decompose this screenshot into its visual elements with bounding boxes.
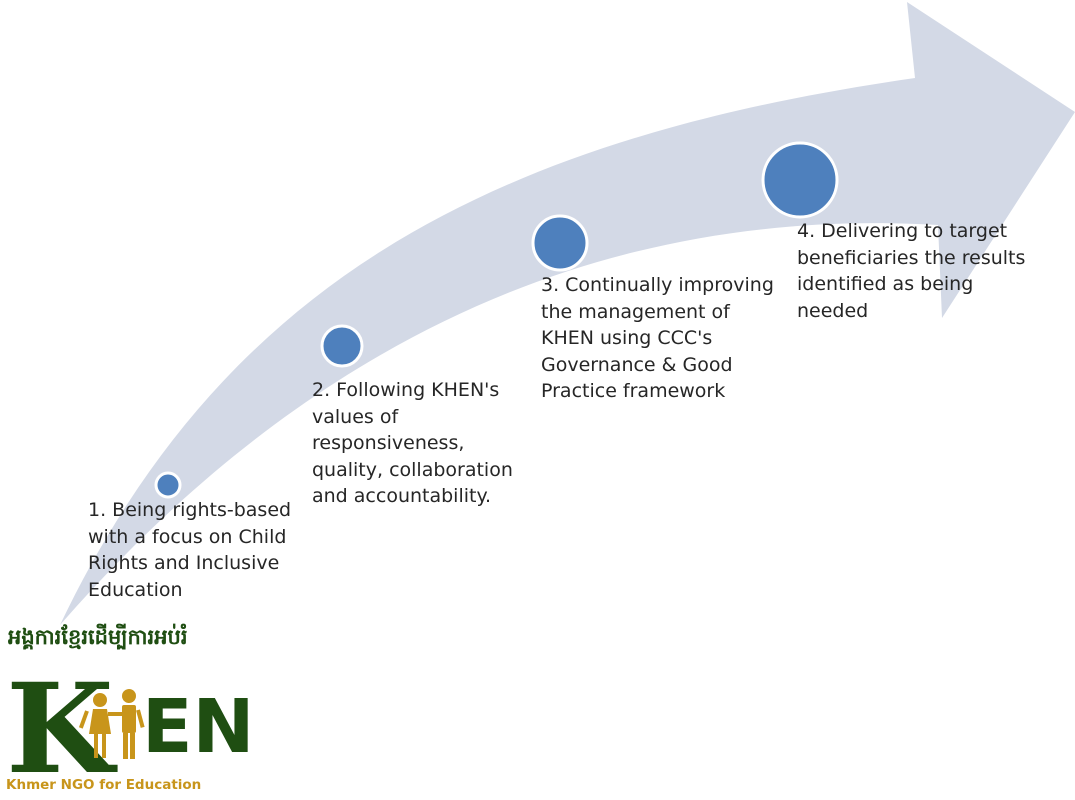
logo-caption: Khmer NGO for Education [6,777,202,793]
logo-wordmark: K EN [6,657,254,800]
step-4-text: 4. Delivering to target beneficiaries th… [797,220,1026,322]
children-figures-icon [78,689,145,759]
logo-khmer-name: អង្គការខ្មែរដើម្បីការអប់រំ [8,625,188,649]
step-3-text: 3. Continually improving the management … [541,274,774,402]
step-3-marker [531,214,589,272]
step-1-marker [154,471,182,499]
step-2-marker [320,324,364,368]
logo-letters-en: EN [142,684,254,770]
step-4-marker [761,141,839,219]
step-2-text: 2. Following KHEN's values of responsive… [312,379,513,507]
step-1-text: 1. Being rights-based with a focus on Ch… [88,499,292,601]
khen-logo: អង្គការខ្មែរដើម្បីការអប់រំ K EN Khmer NG… [0,622,260,800]
